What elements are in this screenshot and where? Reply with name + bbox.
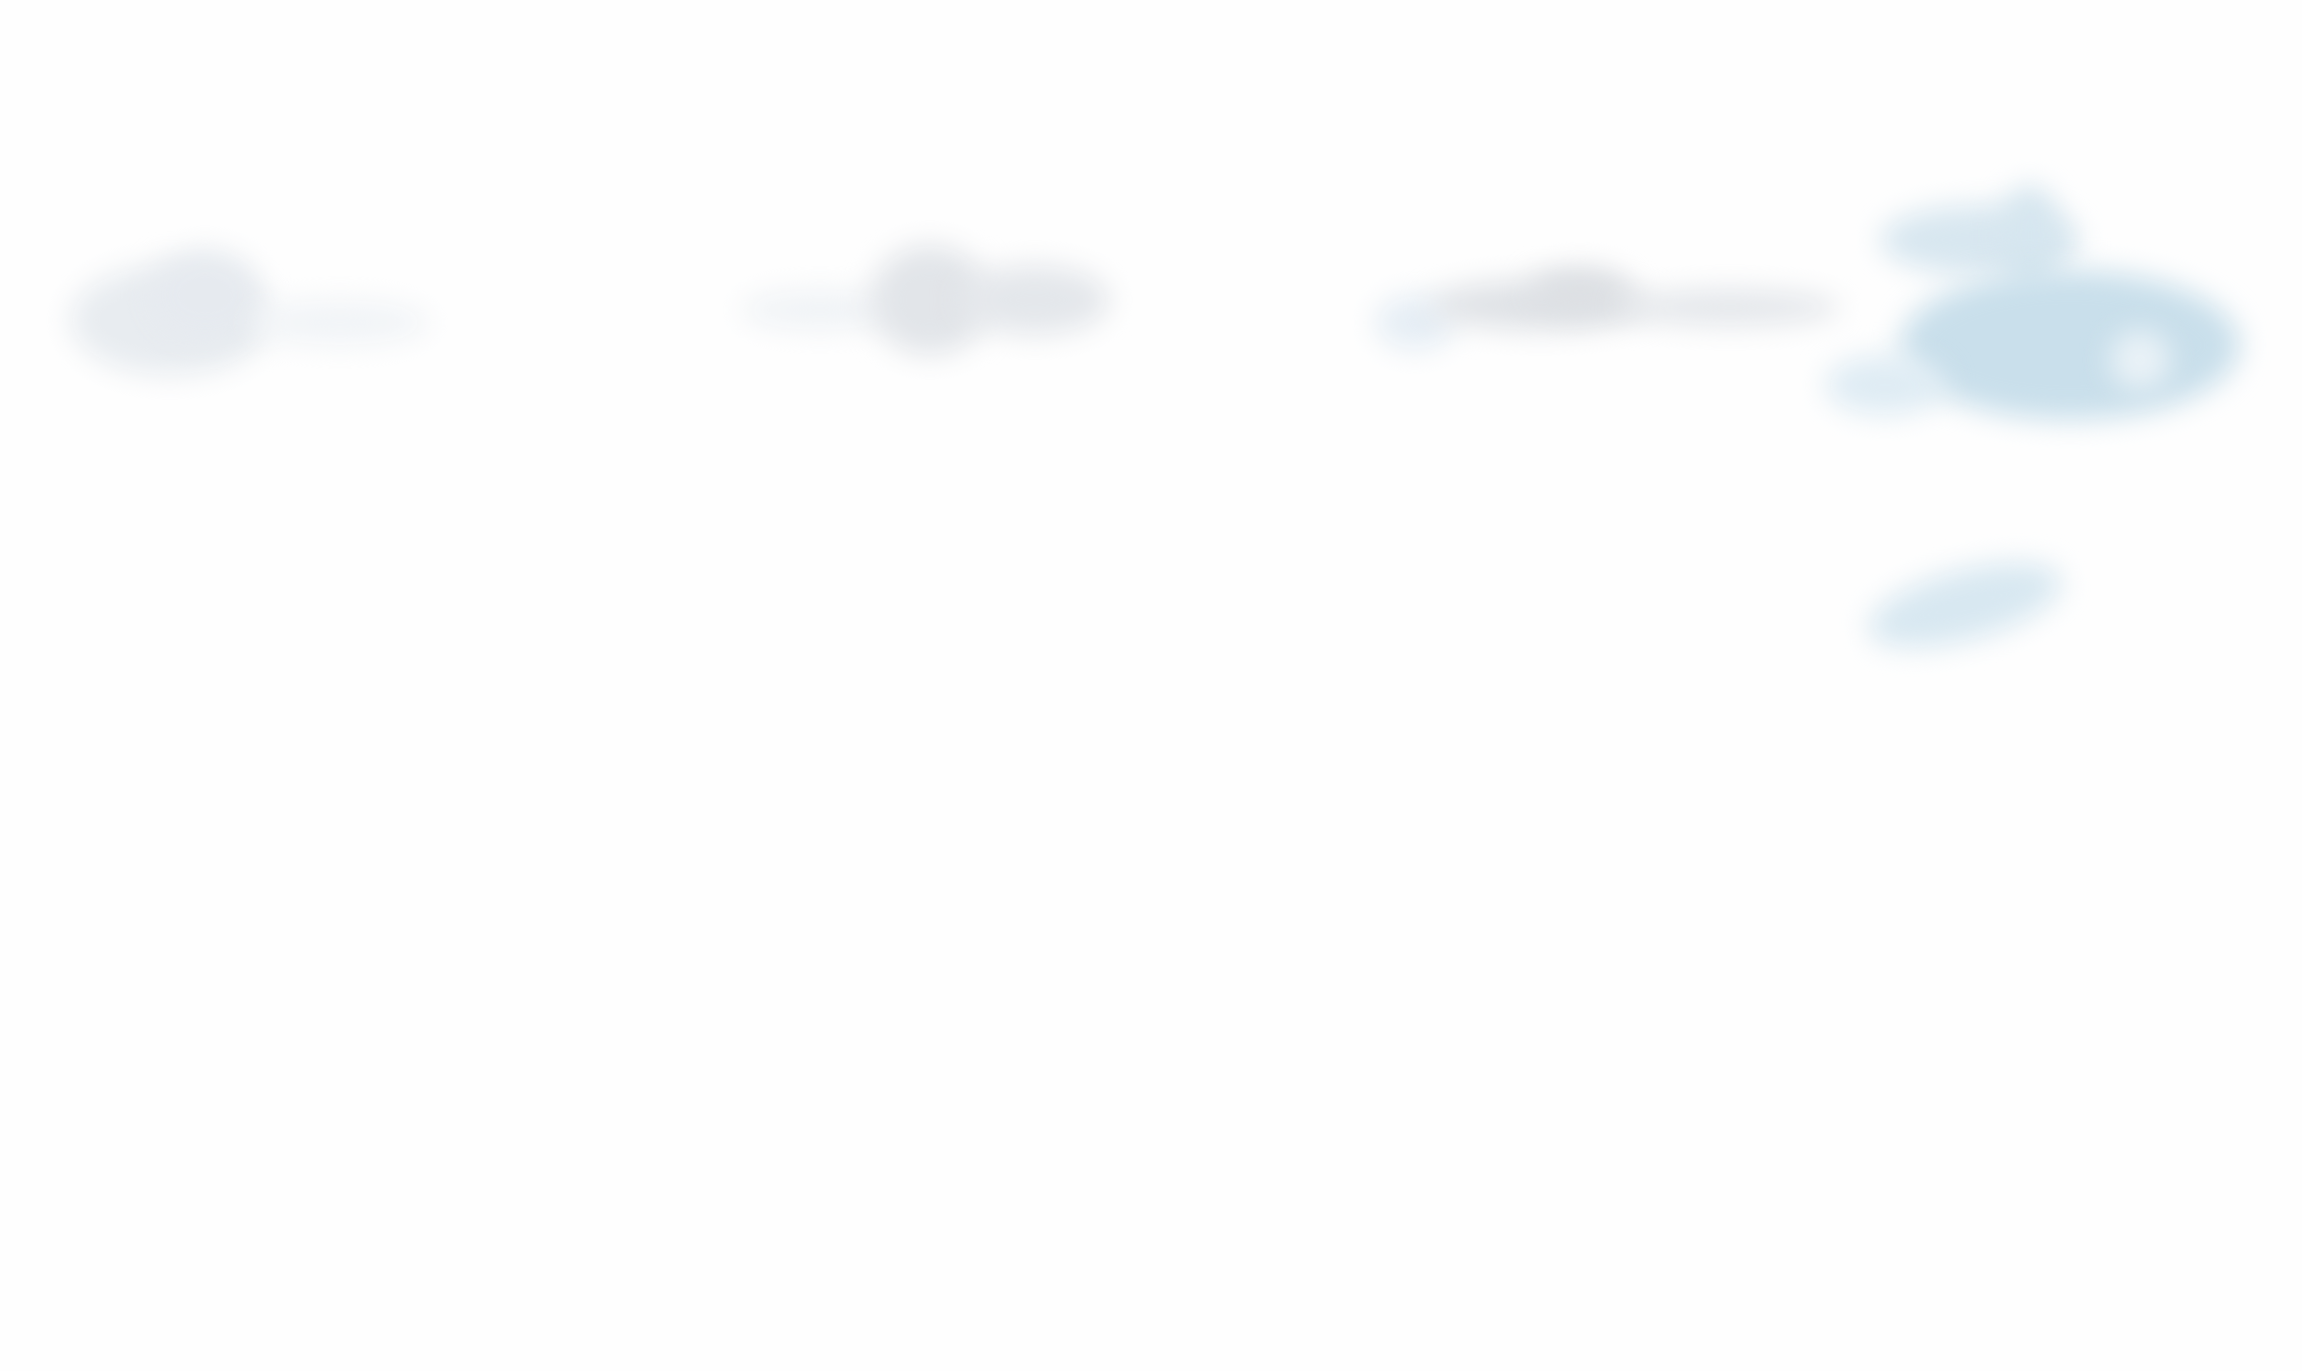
sky-background [70,185,2240,665]
